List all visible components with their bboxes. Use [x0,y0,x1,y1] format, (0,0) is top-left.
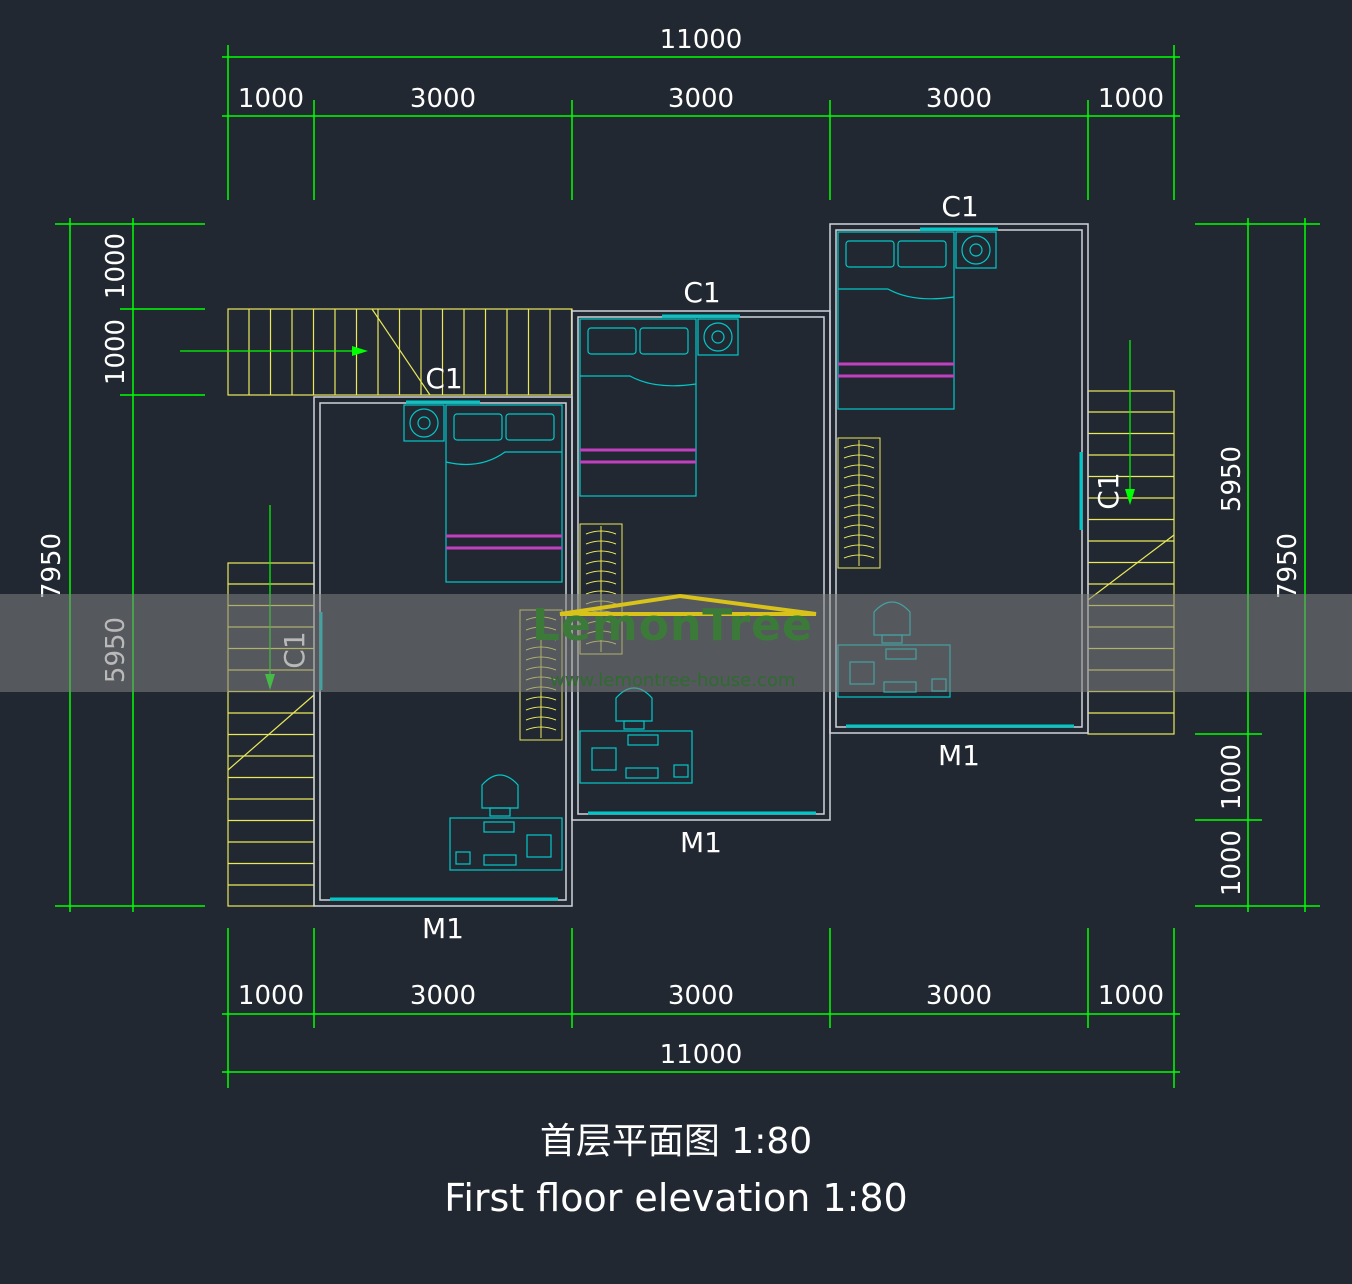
bottom-dimension-3: 3000 [668,981,734,1011]
watermark-url: www.lemontree-house.com [550,670,796,691]
right-dimension-lines [1195,218,1320,912]
bottom-dimension-1: 1000 [238,981,304,1011]
left-dimension-2: 1000 [101,319,131,385]
container-right [829,223,1089,734]
right-dimension-3: 1000 [1217,830,1247,896]
top-dimension-1: 1000 [238,84,304,114]
top-dimension-2: 3000 [410,84,476,114]
left-dimension-lines [55,218,205,912]
top-dimension-5: 1000 [1098,84,1164,114]
left-total-dimension: 7950 [37,533,67,599]
bottom-total-dimension: 11000 [660,1040,743,1070]
watermark-brand: LemonTree [532,600,813,651]
left-dimension-1: 1000 [101,233,131,299]
left-room-furniture [403,404,563,871]
window-label-right: C1 [941,190,978,223]
window-label-middle: C1 [683,276,720,309]
caption-english: First floor elevation 1:80 [444,1176,908,1220]
door-label-left: M1 [422,912,464,945]
right-dimension-1: 5950 [1217,446,1247,512]
caption-chinese: 首层平面图 1:80 [539,1121,813,1162]
top-left-staircase [180,308,573,396]
right-room-wardrobe [837,437,881,569]
right-dimension-2: 1000 [1217,744,1247,810]
bottom-dimension-5: 1000 [1098,981,1164,1011]
window-label-right-side: C1 [1092,472,1125,509]
left-staircase [227,505,315,907]
window-label-left: C1 [425,362,462,395]
top-dimension-lines [222,45,1180,200]
watermark-roof-icon [559,593,817,616]
right-total-dimension: 7950 [1273,533,1303,599]
door-label-middle: M1 [680,826,722,859]
bottom-dimension-4: 3000 [926,981,992,1011]
top-dimension-3: 3000 [668,84,734,114]
watermark-band [0,594,1352,692]
top-total-dimension: 11000 [660,25,743,55]
container-middle [571,310,831,821]
bottom-dimension-lines [222,928,1180,1088]
door-label-right: M1 [938,739,980,772]
bottom-dimension-2: 3000 [410,981,476,1011]
top-dimension-4: 3000 [926,84,992,114]
